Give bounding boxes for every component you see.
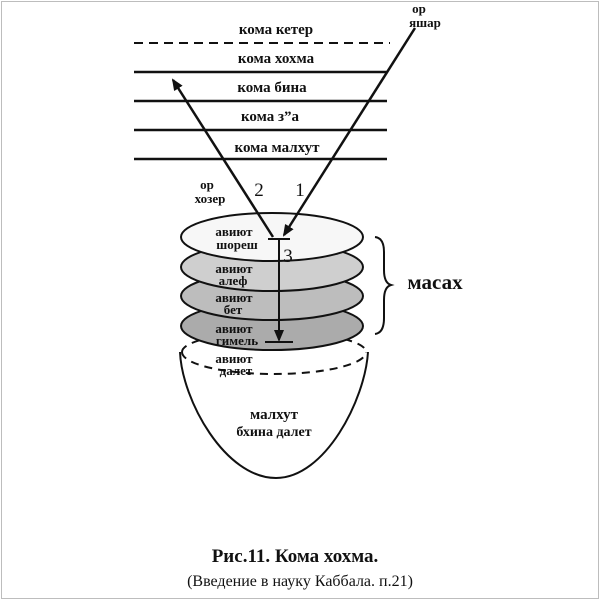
caption-source: (Введение в науку Каббала. п.21) — [187, 573, 413, 590]
malchut-label-line2: бхина далет — [236, 425, 311, 440]
disc-label-alef-2: алеф — [219, 273, 248, 288]
daled-dashed-front — [181, 351, 367, 375]
marker-two: 2 — [254, 180, 264, 201]
disc-label-shoresh-2: шореш — [216, 237, 257, 252]
disc-label-gimel-2: гимель — [216, 333, 258, 348]
level-label-keter: кома кетер — [239, 22, 313, 38]
reflected-light-label-line1: ор — [200, 177, 214, 192]
disc-label-daled-1: авиют — [215, 351, 253, 366]
disc-label-shoresh-1: авиют — [215, 224, 253, 239]
disc-label-gimel-1: авиют — [215, 321, 253, 336]
direct-light-label-line2: яшар — [409, 15, 441, 30]
level-label-malchut: кома малхут — [235, 140, 321, 156]
reflected-light-arrow — [171, 78, 275, 238]
disc-label-alef-1: авиют — [215, 261, 253, 276]
disc-label-daled-2: далет — [220, 363, 253, 378]
malchut-vessel — [179, 351, 369, 480]
reflected-light-label-line2: хозер — [195, 191, 226, 206]
level-label-za: кома з”а — [241, 109, 300, 125]
disc-label-bet-2: бет — [224, 302, 243, 317]
daled-dashed-back — [181, 331, 367, 353]
marker-one: 1 — [295, 180, 305, 201]
malchut-label-line1: малхут — [250, 407, 299, 423]
level-label-hochma: кома хохма — [238, 51, 315, 67]
direct-light-label-line1: ор — [412, 1, 426, 16]
level-label-bina: кома бина — [237, 80, 307, 96]
caption-title: Рис.11. Кома хохма. — [212, 546, 379, 567]
masach-label: масах — [407, 270, 463, 294]
marker-three: 3 — [283, 246, 293, 267]
disc-label-bet-1: авиют — [215, 290, 253, 305]
masach-brace — [374, 236, 395, 335]
direct-light-arrow — [282, 27, 417, 237]
